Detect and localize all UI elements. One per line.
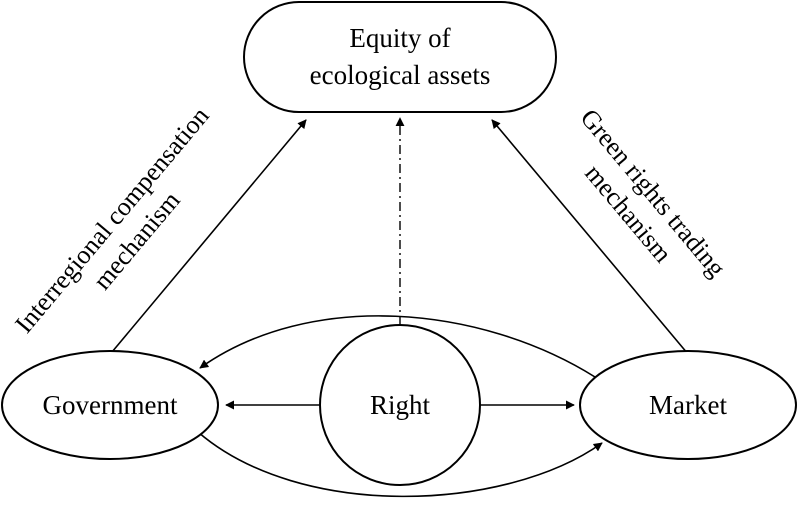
node-government [1, 350, 219, 460]
arrow-government-to-equity [111, 119, 307, 353]
equity-label-line2: ecological assets [310, 60, 491, 90]
arrow-government-to-market [197, 431, 603, 498]
right-label: Right [370, 390, 431, 420]
equity-label-line1: Equity of [349, 23, 450, 53]
node-market [579, 350, 797, 460]
left-mechanism-label: Interregional compensation mechanism [9, 101, 215, 338]
right-mechanism-label: Green rights trading mechanism [575, 103, 732, 282]
node-equity-of-ecological-assets [243, 1, 557, 113]
node-right [319, 324, 481, 486]
market-label: Market [649, 390, 727, 420]
left-mechanism-label-line1: Interregional compensation [9, 101, 215, 338]
arrow-market-to-equity [491, 119, 689, 355]
arrow-market-to-government [199, 315, 596, 378]
government-label: Government [43, 390, 178, 420]
